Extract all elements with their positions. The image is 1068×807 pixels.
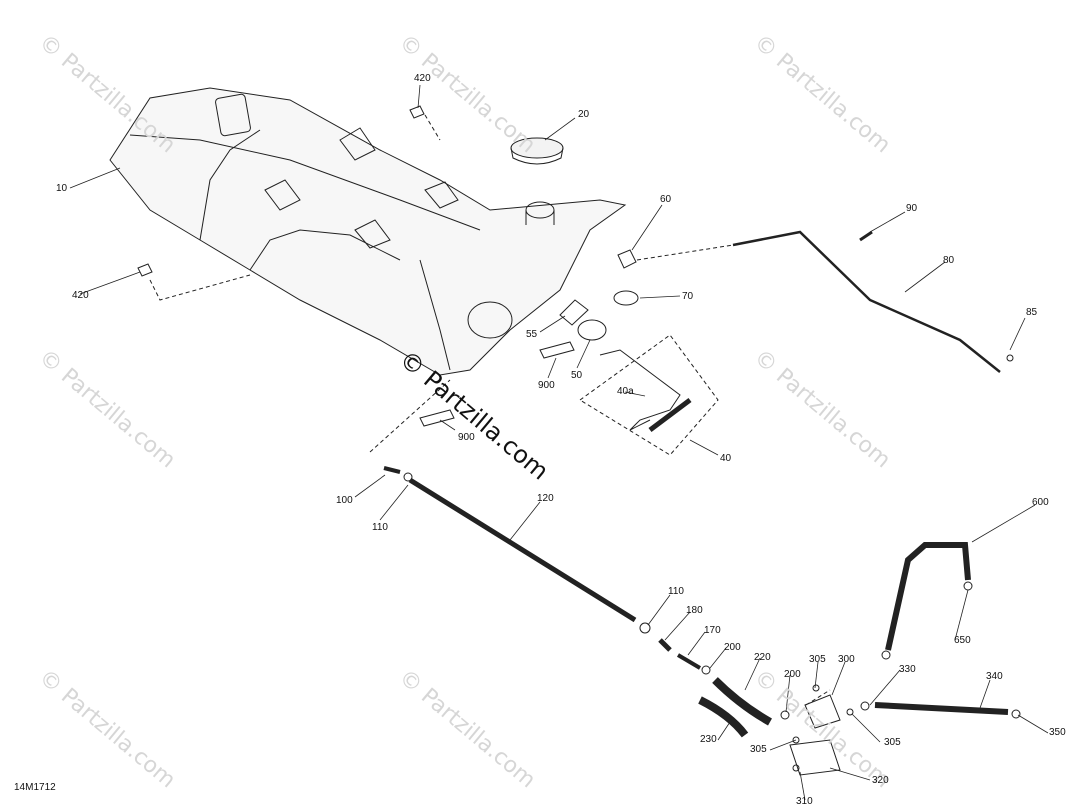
callout-340: 340 <box>986 671 1003 682</box>
callout-305: 305 <box>750 744 767 755</box>
part-170 <box>676 653 702 670</box>
callout-900: 900 <box>458 432 475 443</box>
callout-420: 420 <box>414 73 431 84</box>
callout-320: 320 <box>872 775 889 786</box>
screw-part-305b <box>792 736 800 744</box>
screw-part-310 <box>792 764 800 772</box>
clamp-part-110a <box>403 472 413 482</box>
ring-part-50 <box>577 319 607 341</box>
nut-part-200b <box>780 710 790 720</box>
callout-305: 305 <box>809 654 826 665</box>
fuel-cap-part <box>510 137 564 165</box>
clip-part-420a <box>409 105 425 119</box>
callout-80: 80 <box>943 255 955 266</box>
hose-part-230 <box>698 696 749 738</box>
callout-70: 70 <box>682 291 694 302</box>
leader-lines <box>69 84 1049 801</box>
callout-110: 110 <box>668 586 684 597</box>
gasket-part-55 <box>559 299 589 326</box>
pump-part-40 <box>599 349 681 431</box>
fuel-line-part-120 <box>408 477 637 623</box>
diagram-code: 14M1712 <box>14 782 56 793</box>
callout-85: 85 <box>1026 307 1038 318</box>
valve-part-60 <box>617 249 637 269</box>
pad-part-900a <box>539 341 575 359</box>
clamp-part-650 <box>963 581 973 591</box>
nut-part-200a <box>701 665 711 675</box>
part-85 <box>1006 354 1014 362</box>
callout-200: 200 <box>724 642 741 653</box>
pad-part-900b <box>419 409 455 427</box>
callout-20: 20 <box>578 109 590 120</box>
clamp-part-650b <box>881 650 891 660</box>
clamp-part-330 <box>860 701 870 711</box>
part-180 <box>658 638 672 652</box>
part-90 <box>859 230 873 242</box>
callout-650: 650 <box>954 635 971 646</box>
callout-180: 180 <box>686 605 703 616</box>
callout-300: 300 <box>838 654 855 665</box>
bracket-part-300 <box>804 694 841 729</box>
callout-90: 90 <box>906 203 918 214</box>
callout-40: 40 <box>720 453 732 464</box>
callout-330: 330 <box>899 664 916 675</box>
callout-55: 55 <box>526 329 538 340</box>
callout-200: 200 <box>784 669 801 680</box>
callout-170: 170 <box>704 625 721 636</box>
callout-220: 220 <box>754 652 771 663</box>
fitting-part-100 <box>383 466 401 474</box>
callout-350: 350 <box>1049 727 1066 738</box>
screw-part-305a <box>812 684 820 692</box>
callout-420: 420 <box>72 290 89 301</box>
clamp-part-350 <box>1011 709 1021 719</box>
callout-600: 600 <box>1032 497 1049 508</box>
callout-60: 60 <box>660 194 672 205</box>
vent-line-part-80 <box>732 230 1001 373</box>
hose-part-220 <box>712 677 772 726</box>
callout-110: 110 <box>372 522 388 533</box>
grommet-part-70 <box>613 290 639 306</box>
callout-310: 310 <box>796 796 813 807</box>
screw-part-305c <box>846 708 854 716</box>
callout-120: 120 <box>537 493 554 504</box>
clip-part-420b <box>137 263 153 277</box>
callout-10: 10 <box>56 183 68 194</box>
fuel-tank-part <box>109 87 627 376</box>
hose-part-340 <box>874 702 1009 715</box>
clamp-part-110b <box>639 622 651 634</box>
callout-100: 100 <box>336 495 353 506</box>
callout-40a: 40a <box>617 386 634 397</box>
callout-305: 305 <box>884 737 901 748</box>
callout-900: 900 <box>538 380 555 391</box>
callout-50: 50 <box>571 370 583 381</box>
callout-230: 230 <box>700 734 717 745</box>
hose-part-40a <box>648 398 692 432</box>
hose-part-600 <box>885 542 971 651</box>
